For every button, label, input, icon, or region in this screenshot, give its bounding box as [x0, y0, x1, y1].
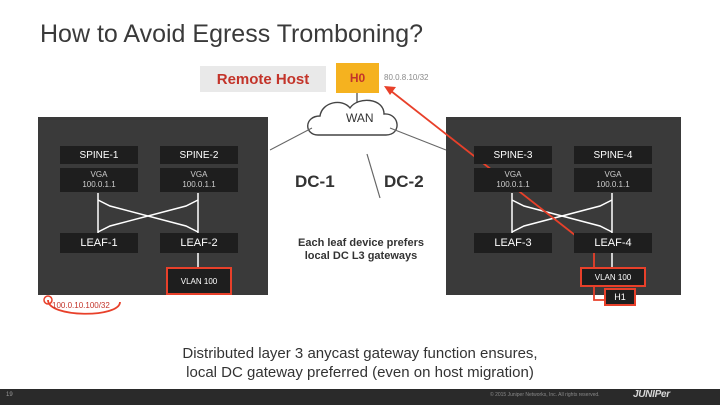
dc1-host-marker	[43, 295, 53, 305]
remote-host-label: Remote Host	[200, 66, 326, 92]
dc1-leaf-2: LEAF-2	[160, 233, 238, 253]
dc2-leaf-4: LEAF-4	[574, 233, 652, 253]
dc2-host-h1: H1	[604, 288, 636, 306]
summary-line-1: Distributed layer 3 anycast gateway func…	[182, 345, 538, 362]
slide-title: How to Avoid Egress Tromboning?	[40, 20, 424, 48]
dc-divider	[366, 153, 381, 199]
dc1-label: DC-1	[295, 172, 335, 191]
remote-host-ip: 80.0.8.10/32	[384, 73, 429, 82]
dc2-spine-4: SPINE-4	[574, 146, 652, 164]
dc1-spine-1-vga-label: VGA	[90, 170, 108, 179]
dc2-link-spine4-leaf3	[511, 199, 613, 233]
dc1-spine-1: SPINE-1	[60, 146, 138, 164]
footer-bar	[0, 389, 720, 405]
dc2-spine-3-vga-label: VGA	[504, 170, 522, 179]
summary-text: Distributed layer 3 anycast gateway func…	[110, 344, 610, 382]
dc1-host-loop	[47, 299, 121, 315]
dc2-spine-4-vga-label: VGA	[604, 170, 622, 179]
dc1-spine-2: SPINE-2	[160, 146, 238, 164]
wan-label: WAN	[346, 111, 374, 125]
dc1-spine-2-vga-ip: 100.0.1.1	[182, 180, 216, 189]
leaf-preference-note: Each leaf device prefers local DC L3 gat…	[298, 237, 424, 262]
juniper-logo: JUNIPer	[633, 389, 670, 400]
remote-host-h0: H0	[336, 63, 379, 93]
dc1-wan-link	[269, 127, 313, 151]
dc1-spine-2-vga: VGA 100.0.1.1	[160, 168, 238, 192]
summary-line-2: local DC gateway preferred (even on host…	[186, 364, 534, 381]
dc1-spine-1-vga-ip: 100.0.1.1	[82, 180, 116, 189]
dc2-spine-4-vga-ip: 100.0.1.1	[596, 180, 630, 189]
dc2-spine-3-vga: VGA 100.0.1.1	[474, 168, 552, 192]
host-ip-label: 100.0.10.100/32	[52, 301, 110, 310]
dc2-spine-4-vga: VGA 100.0.1.1	[574, 168, 652, 192]
copyright-text: © 2015 Juniper Networks, Inc. All rights…	[490, 392, 600, 398]
dc2-spine-3-vga-ip: 100.0.1.1	[496, 180, 530, 189]
dc1-spine-1-vga: VGA 100.0.1.1	[60, 168, 138, 192]
dc1-spine-2-vga-label: VGA	[190, 170, 208, 179]
dc2-spine-3: SPINE-3	[474, 146, 552, 164]
dc1-leaf-1: LEAF-1	[60, 233, 138, 253]
dc1-vlan: VLAN 100	[166, 267, 232, 295]
dc2-vlan: VLAN 100	[580, 267, 646, 287]
dc2-wan-link	[389, 127, 447, 151]
dc2-leaf-3: LEAF-3	[474, 233, 552, 253]
dc2-label: DC-2	[384, 172, 424, 191]
path-arrowhead-icon	[384, 86, 396, 95]
dc1-link-spine2-leaf1	[97, 199, 199, 233]
page-number: 19	[6, 392, 13, 398]
wan-cloud	[307, 99, 398, 136]
